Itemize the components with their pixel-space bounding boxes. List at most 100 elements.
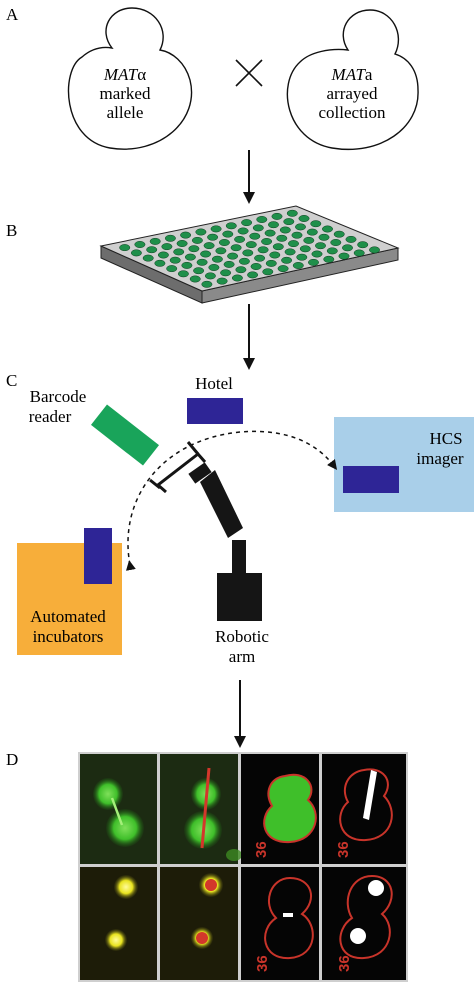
plate-well — [322, 225, 333, 233]
plate-well — [254, 254, 266, 262]
plate-well — [261, 238, 273, 245]
plate-well — [256, 216, 268, 223]
image-tile-r2c2 — [160, 867, 238, 980]
plate-well — [149, 237, 161, 245]
image-tile-r1c4: 36 — [322, 754, 406, 864]
plate-well — [223, 260, 235, 268]
plate-well — [215, 247, 227, 255]
barcode-reader-line2: reader — [29, 407, 72, 426]
plate-well — [333, 230, 345, 238]
plate-well — [210, 225, 222, 233]
plate-well — [268, 221, 279, 229]
plate-well — [173, 248, 185, 256]
plate-well — [157, 251, 169, 259]
plate-well — [279, 226, 291, 234]
mat-alpha-cell — [67, 7, 193, 150]
plate-well — [311, 250, 323, 258]
panel-label-b: B — [6, 221, 17, 240]
plate-well — [242, 249, 254, 257]
cell-id-r1c3: 36 — [253, 841, 270, 858]
plate-well — [218, 239, 230, 246]
robotic-arm-line1: Robotic — [215, 627, 269, 646]
image-tile-r1c3: 36 — [241, 754, 319, 864]
plate-well — [222, 230, 234, 238]
image-tile-r2c1 — [80, 867, 157, 980]
plate-well — [323, 255, 335, 263]
cell-id-r1c4: 36 — [335, 841, 352, 858]
plate-well — [164, 234, 176, 242]
plate-well — [161, 243, 173, 251]
plate-well — [296, 253, 308, 261]
mat-a-line2: arrayed — [327, 84, 378, 103]
hcs-imager-line1: HCS — [429, 429, 462, 448]
mat-a-line3: collection — [318, 103, 386, 122]
plate-well — [369, 246, 380, 254]
plate-well — [271, 212, 283, 220]
plate-well — [338, 252, 350, 260]
plate-well — [176, 240, 188, 247]
plate-well — [200, 250, 212, 258]
mat-alpha-line3: allele — [107, 103, 144, 122]
image-tile-r2c4: 36 — [322, 867, 406, 980]
plate-well — [225, 222, 237, 230]
plate-well — [220, 269, 232, 277]
plate-well — [250, 263, 262, 270]
hotel-box — [187, 398, 243, 424]
plate-well — [277, 265, 289, 273]
plate-well — [234, 235, 246, 243]
plate-well — [272, 243, 284, 251]
panel-label-d: D — [6, 750, 18, 769]
hcs-imager-panel — [334, 417, 474, 512]
plate-well — [318, 233, 330, 241]
plate-well — [195, 228, 207, 236]
plate-well — [298, 215, 310, 222]
plate-well — [357, 241, 369, 249]
plate-well — [119, 244, 131, 252]
plate-well — [306, 228, 318, 236]
plate-well — [286, 209, 298, 217]
plate-well — [269, 251, 281, 259]
plate-well — [196, 258, 208, 266]
plate-well — [299, 245, 311, 253]
plate-well — [281, 256, 293, 264]
microscopy-grid: 36 36 36 — [78, 752, 408, 982]
robotic-arm-line2: arm — [229, 647, 255, 666]
plate-well — [353, 249, 365, 257]
plate-well — [146, 246, 158, 254]
plate-well — [201, 280, 213, 288]
plate-well — [204, 272, 216, 280]
robotic-arm — [149, 441, 262, 621]
plate-well — [188, 245, 200, 253]
robot-motion-arc — [125, 430, 338, 571]
image-tile-r1c2 — [160, 754, 242, 864]
plate-well — [249, 232, 261, 240]
plate-well — [257, 246, 269, 254]
plate-well — [345, 235, 357, 243]
plate-well — [191, 236, 203, 244]
plate-well — [303, 236, 315, 244]
plate-well — [142, 254, 154, 262]
plate-well — [207, 233, 219, 241]
mat-a-cell — [286, 9, 419, 150]
plate-well — [295, 223, 306, 231]
plate-well — [252, 224, 264, 232]
barcode-reader-line1: Barcode — [30, 387, 87, 406]
microplate-96-well — [99, 205, 400, 304]
plate-well — [237, 227, 249, 235]
incubator-line2: incubators — [33, 627, 104, 646]
panel-label-c: C — [6, 371, 17, 390]
plate-well — [180, 231, 192, 239]
plate-well — [283, 218, 295, 226]
mat-a-line1: MATa — [331, 65, 373, 84]
plate-well — [203, 242, 215, 250]
plate-well — [241, 219, 253, 227]
plate-well — [208, 264, 220, 271]
plate-well — [238, 257, 250, 265]
barcode-reader-box — [90, 404, 160, 466]
plate-well — [134, 241, 146, 248]
hcs-imager-line2: imager — [416, 449, 464, 468]
plate-well — [291, 231, 303, 239]
mat-alpha-line1: MATα — [103, 65, 146, 84]
plate-well — [247, 271, 259, 279]
